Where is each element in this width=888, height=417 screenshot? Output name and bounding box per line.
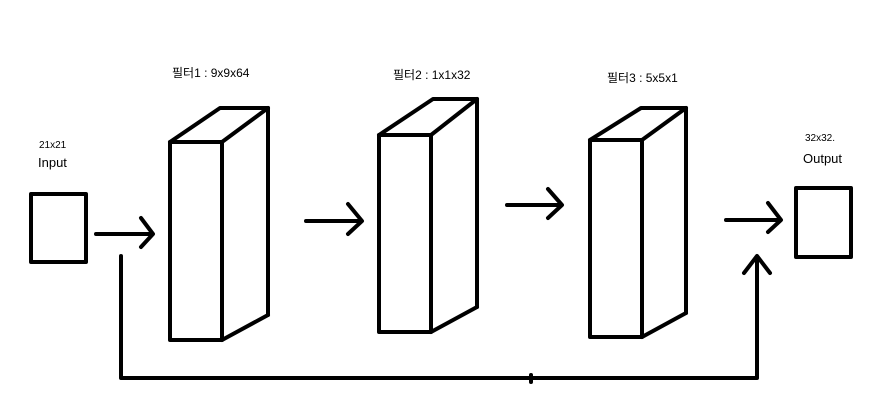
filter2-block <box>377 97 479 334</box>
output-size-label: 32x32. <box>805 133 836 144</box>
arrow-input-to-filter1 <box>94 216 155 249</box>
filter2-label: 필터2 : 1x1x32 <box>393 68 471 82</box>
input-box <box>29 192 88 264</box>
output-box <box>794 186 853 259</box>
arrow-filter2-to-filter3 <box>505 187 564 220</box>
output-label: Output <box>803 151 843 166</box>
filter1-label: 필터1 : 9x9x64 <box>172 66 250 80</box>
arrow-filter3-to-output <box>724 201 783 234</box>
arrow-filter1-to-filter2 <box>304 202 364 236</box>
filter1-block <box>168 106 270 342</box>
input-size-label: 21x21 <box>39 140 67 151</box>
filter3-label: 필터3 : 5x5x1 <box>607 71 678 85</box>
input-label: Input <box>38 155 67 170</box>
filter3-block <box>588 106 688 339</box>
skip-connection-arrow <box>119 254 772 384</box>
